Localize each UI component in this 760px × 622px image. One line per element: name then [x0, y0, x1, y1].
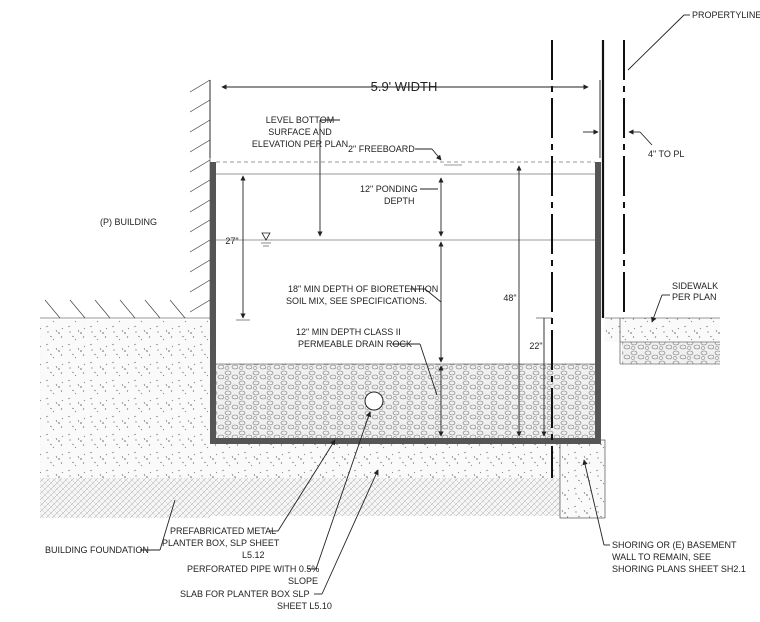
level-bottom-callout: LEVEL BOTTOM SURFACE AND ELEVATION PER P… — [252, 115, 348, 237]
width-dimension — [209, 80, 601, 158]
base-below-planter — [210, 478, 560, 516]
ponding-line-1: 12" PONDING — [360, 184, 418, 194]
perforated-pipe-line-1: PERFORATED PIPE WITH 0.5% — [187, 564, 319, 574]
property-lines — [551, 40, 625, 478]
level-bottom-line-3: ELEVATION PER PLAN — [252, 139, 348, 149]
perforated-pipe-line-2: SLOPE — [288, 576, 318, 586]
drain-rock-line-2: PERMEABLE DRAIN ROCK — [298, 339, 412, 349]
ground-hatch-left — [40, 299, 210, 319]
dim-22 — [536, 317, 552, 437]
soil-mix-dimension — [410, 241, 444, 363]
soil-below-planter — [210, 444, 605, 478]
to-pl-label: 4" TO PL — [648, 149, 684, 159]
building-foundation-label: BUILDING FOUNDATION — [45, 545, 149, 555]
to-pl-dimension — [583, 129, 653, 146]
shoring-line-1: SHORING OR (E) BASEMENT — [612, 540, 737, 550]
ponding-line-2: DEPTH — [384, 196, 415, 206]
soil-mix-line-1: 18" MIN DEPTH OF BIORETENTION — [288, 284, 438, 294]
drain-rock-fill — [216, 364, 595, 438]
building-label: (P) BUILDING — [100, 217, 157, 227]
dim-27-label: 27" — [225, 236, 238, 246]
freeboard-dimension — [415, 148, 462, 166]
planter-box-line-1: PREFABRICATED METAL — [170, 526, 276, 536]
planter-box-line-3: L5.12 — [242, 550, 265, 560]
drain-rock-line-1: 12" MIN DEPTH CLASS II — [296, 327, 401, 337]
dim-22-label: 22" — [529, 341, 542, 351]
ponding-dimension — [420, 177, 444, 237]
level-bottom-line-2: SURFACE AND — [268, 127, 332, 137]
property-line-label: PROPERTYLINE — [692, 10, 760, 20]
shoring-wall — [559, 439, 606, 519]
drain-rock-dimension — [392, 343, 444, 437]
property-line-leader — [627, 14, 685, 71]
shoring-line-2: WALL TO REMAIN, SEE — [612, 552, 711, 562]
soil-mix-line-2: SOIL MIX, SEE SPECIFICATIONS. — [286, 296, 427, 306]
sidewalk-area — [605, 317, 720, 365]
freeboard-label: 2" FREEBOARD — [348, 144, 415, 154]
water-level-icon — [261, 232, 271, 247]
perforated-pipe-icon — [364, 391, 384, 411]
slab-line-1: SLAB FOR PLANTER BOX SLP — [180, 589, 310, 599]
building-wall-hatch — [189, 79, 211, 320]
dim-48-label: 48" — [503, 293, 516, 303]
level-bottom-line-1: LEVEL BOTTOM — [266, 115, 335, 125]
sidewalk-line-1: SIDEWALK — [672, 281, 718, 291]
width-label: 5.9' WIDTH — [371, 79, 438, 94]
sidewalk-line-2: PER PLAN — [672, 292, 717, 302]
dim-27 — [236, 175, 250, 321]
planter-box-walls — [210, 162, 601, 444]
planter-box-line-2: PLANTER BOX, SLP SHEET — [162, 538, 280, 548]
soil-left — [40, 320, 210, 478]
slab-line-2: SHEET L5.10 — [277, 601, 332, 611]
foundation-base-left — [40, 478, 210, 518]
shoring-line-3: SHORING PLANS SHEET SH2.1 — [612, 564, 746, 574]
